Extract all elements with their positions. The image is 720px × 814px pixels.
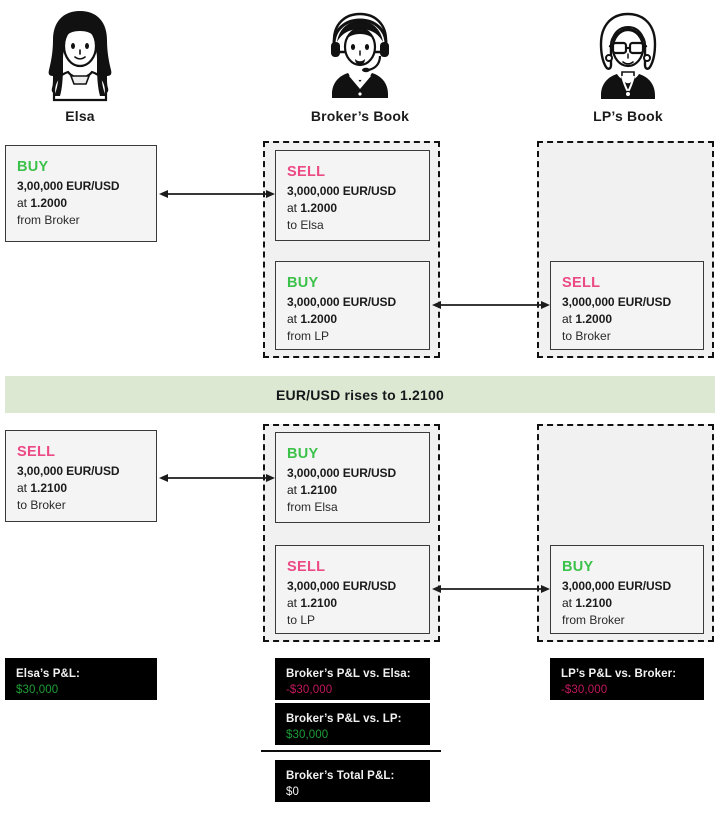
trade-card-broker-open-vs-lp: BUY 3,000,000 EUR/USD at 1.2000 from LP bbox=[275, 261, 430, 350]
pnl-sum-divider bbox=[261, 750, 441, 752]
trade-counterparty: from LP bbox=[287, 329, 330, 343]
trade-amount: 3,000,000 EUR/USD bbox=[287, 184, 397, 198]
trade-side: BUY bbox=[287, 275, 319, 291]
woman-glasses-avatar-icon bbox=[599, 12, 657, 99]
trade-rate-value: 1.2000 bbox=[300, 312, 338, 326]
pnl-label: Broker’s Total P&L: bbox=[286, 770, 395, 782]
trade-rate-prefix: at bbox=[287, 312, 301, 326]
trade-amount: 3,00,000 EUR/USD bbox=[17, 464, 120, 478]
pnl-card-broker-vs-elsa: Broker’s P&L vs. Elsa: -$30,000 bbox=[275, 658, 430, 700]
pnl-label: Elsa’s P&L: bbox=[16, 668, 80, 680]
woman-long-hair-avatar-icon bbox=[48, 11, 112, 102]
trade-rate-prefix: at bbox=[562, 596, 576, 610]
pnl-card-lp-vs-broker: LP’s P&L vs. Broker: -$30,000 bbox=[550, 658, 704, 700]
trade-rate: at 1.2000 bbox=[17, 195, 146, 212]
pnl-label: LP’s P&L vs. Broker: bbox=[561, 668, 677, 680]
pnl-value: $30,000 bbox=[286, 729, 329, 741]
trade-rate-value: 1.2000 bbox=[30, 196, 68, 210]
pnl-value: $0 bbox=[286, 786, 299, 798]
trade-side: BUY bbox=[287, 446, 319, 462]
trade-rate-value: 1.2100 bbox=[300, 596, 338, 610]
persona-elsa: Elsa bbox=[0, 6, 170, 124]
trade-card-broker-open-vs-elsa: SELL 3,000,000 EUR/USD at 1.2000 to Elsa bbox=[275, 150, 430, 241]
trade-rate-value: 1.2000 bbox=[300, 201, 338, 215]
trade-counterparty: to LP bbox=[287, 613, 316, 627]
trade-rate: at 1.2000 bbox=[562, 311, 693, 328]
trade-side: BUY bbox=[17, 159, 49, 175]
trade-side: SELL bbox=[287, 164, 326, 180]
trade-rate-prefix: at bbox=[17, 481, 31, 495]
pnl-value: -$30,000 bbox=[561, 684, 608, 696]
arrow-elsa-broker-open bbox=[158, 188, 276, 200]
trade-rate-value: 1.2100 bbox=[300, 483, 338, 497]
trade-card-broker-close-vs-lp: SELL 3,000,000 EUR/USD at 1.2100 to LP bbox=[275, 545, 430, 634]
persona-label: LP’s Book bbox=[593, 108, 663, 124]
pnl-value: -$30,000 bbox=[286, 684, 333, 696]
trade-amount: 3,000,000 EUR/USD bbox=[562, 295, 672, 309]
trade-amount: 3,000,000 EUR/USD bbox=[287, 579, 397, 593]
trade-rate-prefix: at bbox=[287, 201, 301, 215]
trade-rate-value: 1.2100 bbox=[575, 596, 613, 610]
trade-amount: 3,000,000 EUR/USD bbox=[562, 579, 672, 593]
trade-counterparty: from Broker bbox=[17, 213, 80, 227]
arrow-broker-lp-close bbox=[431, 583, 551, 595]
trade-side: SELL bbox=[17, 444, 56, 460]
pnl-card-broker-vs-lp: Broker’s P&L vs. LP: $30,000 bbox=[275, 703, 430, 745]
arrow-elsa-broker-close bbox=[158, 472, 276, 484]
trade-counterparty: to Elsa bbox=[287, 218, 324, 232]
pnl-value: $30,000 bbox=[16, 684, 59, 696]
rate-move-banner: EUR/USD rises to 1.2100 bbox=[5, 376, 715, 413]
trade-rate-prefix: at bbox=[287, 483, 301, 497]
trade-card-elsa-close: SELL 3,00,000 EUR/USD at 1.2100 to Broke… bbox=[5, 430, 157, 522]
trade-rate-value: 1.2000 bbox=[575, 312, 613, 326]
trade-rate-prefix: at bbox=[287, 596, 301, 610]
trade-counterparty: to Broker bbox=[562, 329, 611, 343]
trade-counterparty: to Broker bbox=[17, 498, 66, 512]
trade-rate-prefix: at bbox=[17, 196, 31, 210]
persona-broker: Broker’s Book bbox=[270, 6, 450, 124]
arrow-broker-lp-open bbox=[431, 299, 551, 311]
trade-card-elsa-open: BUY 3,00,000 EUR/USD at 1.2000 from Brok… bbox=[5, 145, 157, 242]
trade-rate: at 1.2100 bbox=[287, 482, 419, 499]
trade-card-lp-close-vs-broker: BUY 3,000,000 EUR/USD at 1.2100 from Bro… bbox=[550, 545, 704, 634]
trade-card-lp-open-vs-broker: SELL 3,000,000 EUR/USD at 1.2000 to Brok… bbox=[550, 261, 704, 350]
trade-rate: at 1.2000 bbox=[287, 200, 419, 217]
trade-rate: at 1.2100 bbox=[17, 480, 146, 497]
pnl-card-broker-total: Broker’s Total P&L: $0 bbox=[275, 760, 430, 802]
pnl-label: Broker’s P&L vs. LP: bbox=[286, 713, 402, 725]
pnl-card-elsa: Elsa’s P&L: $30,000 bbox=[5, 658, 157, 700]
trade-counterparty: from Elsa bbox=[287, 500, 338, 514]
persona-label: Elsa bbox=[65, 108, 95, 124]
woman-headset-avatar-icon bbox=[331, 12, 389, 98]
trade-amount: 3,000,000 EUR/USD bbox=[287, 295, 397, 309]
trade-rate: at 1.2100 bbox=[287, 595, 419, 612]
trade-rate: at 1.2100 bbox=[562, 595, 693, 612]
trade-side: SELL bbox=[562, 275, 601, 291]
trade-side: BUY bbox=[562, 559, 594, 575]
trade-card-broker-close-vs-elsa: BUY 3,000,000 EUR/USD at 1.2100 from Els… bbox=[275, 432, 430, 523]
persona-lp: LP’s Book bbox=[538, 6, 718, 124]
trade-counterparty: from Broker bbox=[562, 613, 625, 627]
pnl-label: Broker’s P&L vs. Elsa: bbox=[286, 668, 411, 680]
rate-move-text: EUR/USD rises to 1.2100 bbox=[275, 386, 444, 403]
trade-amount: 3,00,000 EUR/USD bbox=[17, 179, 120, 193]
trade-rate-value: 1.2100 bbox=[30, 481, 68, 495]
trade-rate-prefix: at bbox=[562, 312, 576, 326]
persona-label: Broker’s Book bbox=[310, 108, 410, 124]
trade-rate: at 1.2000 bbox=[287, 311, 419, 328]
trade-amount: 3,000,000 EUR/USD bbox=[287, 466, 397, 480]
trade-side: SELL bbox=[287, 559, 326, 575]
